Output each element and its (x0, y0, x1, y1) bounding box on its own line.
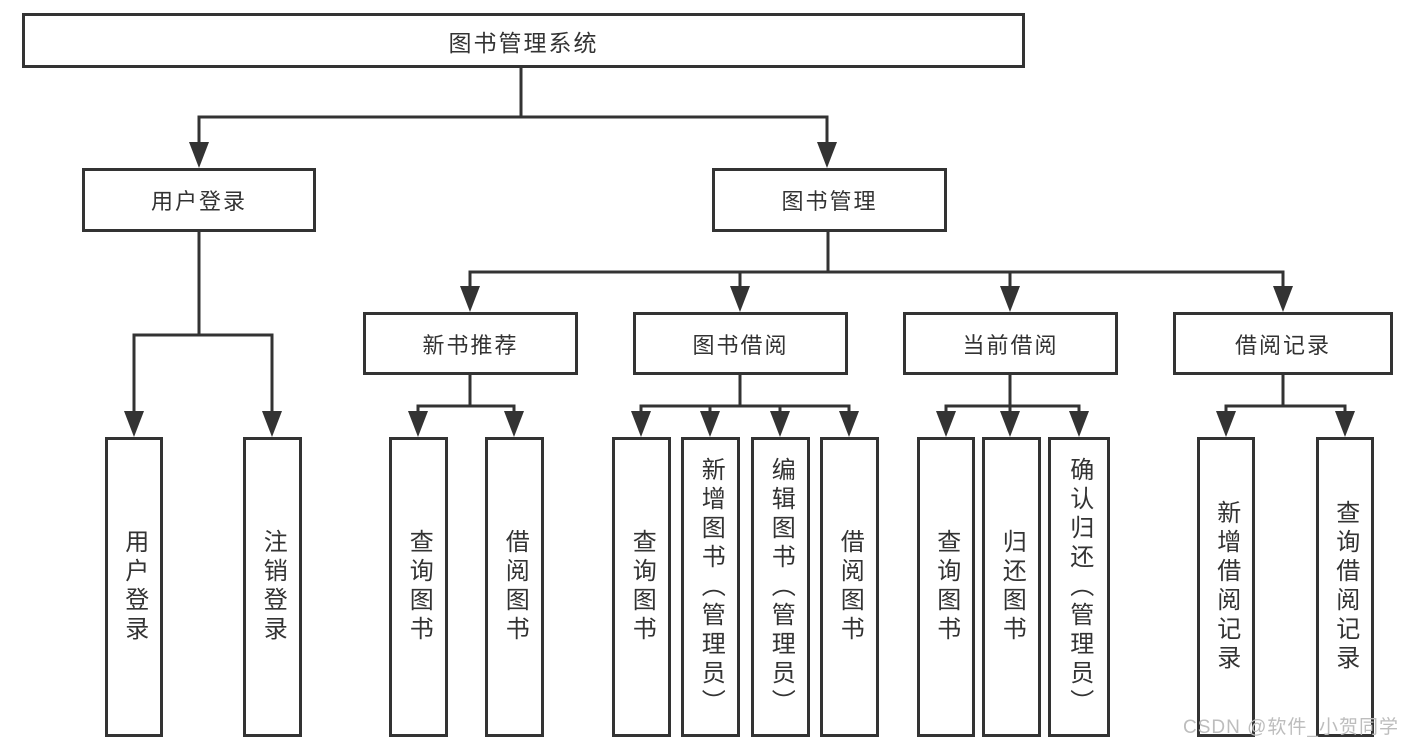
leaf-query-borrow-record-label: 查询借阅记录 (1331, 500, 1359, 674)
leaf-query-books-1: 查询图书 (389, 437, 448, 737)
leaf-confirm-return-admin: 确认归还（管理员） (1048, 437, 1110, 737)
leaf-query-books-3-label: 查询图书 (932, 529, 960, 645)
node-book-borrowing: 图书借阅 (633, 312, 848, 375)
leaf-add-books-admin: 新增图书（管理员） (681, 437, 740, 737)
leaf-query-books-2-label: 查询图书 (628, 529, 656, 645)
leaf-edit-books-admin-label: 编辑图书（管理员） (767, 456, 795, 718)
node-new-book-recommend: 新书推荐 (363, 312, 578, 375)
node-current-borrowing: 当前借阅 (903, 312, 1118, 375)
arrowheads (124, 142, 1355, 437)
leaf-borrow-books-1: 借阅图书 (485, 437, 544, 737)
leaf-query-borrow-record: 查询借阅记录 (1316, 437, 1374, 737)
leaf-user-login-label: 用户登录 (120, 529, 148, 645)
leaf-borrow-books-2: 借阅图书 (820, 437, 879, 737)
leaf-query-books-2: 查询图书 (612, 437, 671, 737)
leaf-query-books-1-label: 查询图书 (405, 529, 433, 645)
leaf-logout: 注销登录 (243, 437, 302, 737)
leaf-add-books-admin-label: 新增图书（管理员） (697, 456, 725, 718)
leaf-borrow-books-1-label: 借阅图书 (501, 529, 529, 645)
leaf-logout-label: 注销登录 (259, 529, 287, 645)
csdn-watermark: CSDN @软件_小贺同学 (1183, 717, 1399, 738)
leaf-borrow-books-2-label: 借阅图书 (836, 529, 864, 645)
leaf-confirm-return-admin-label: 确认归还（管理员） (1065, 456, 1093, 718)
node-library-system: 图书管理系统 (22, 13, 1025, 68)
node-borrowing-records: 借阅记录 (1173, 312, 1393, 375)
leaf-add-borrow-record: 新增借阅记录 (1197, 437, 1255, 737)
leaf-user-login: 用户登录 (105, 437, 163, 737)
leaf-return-books-label: 归还图书 (998, 529, 1026, 645)
node-book-management: 图书管理 (712, 168, 947, 232)
leaf-add-borrow-record-label: 新增借阅记录 (1212, 500, 1240, 674)
leaf-edit-books-admin: 编辑图书（管理员） (751, 437, 810, 737)
leaf-query-books-3: 查询图书 (917, 437, 975, 737)
node-user-login: 用户登录 (82, 168, 316, 232)
leaf-return-books: 归还图书 (982, 437, 1041, 737)
